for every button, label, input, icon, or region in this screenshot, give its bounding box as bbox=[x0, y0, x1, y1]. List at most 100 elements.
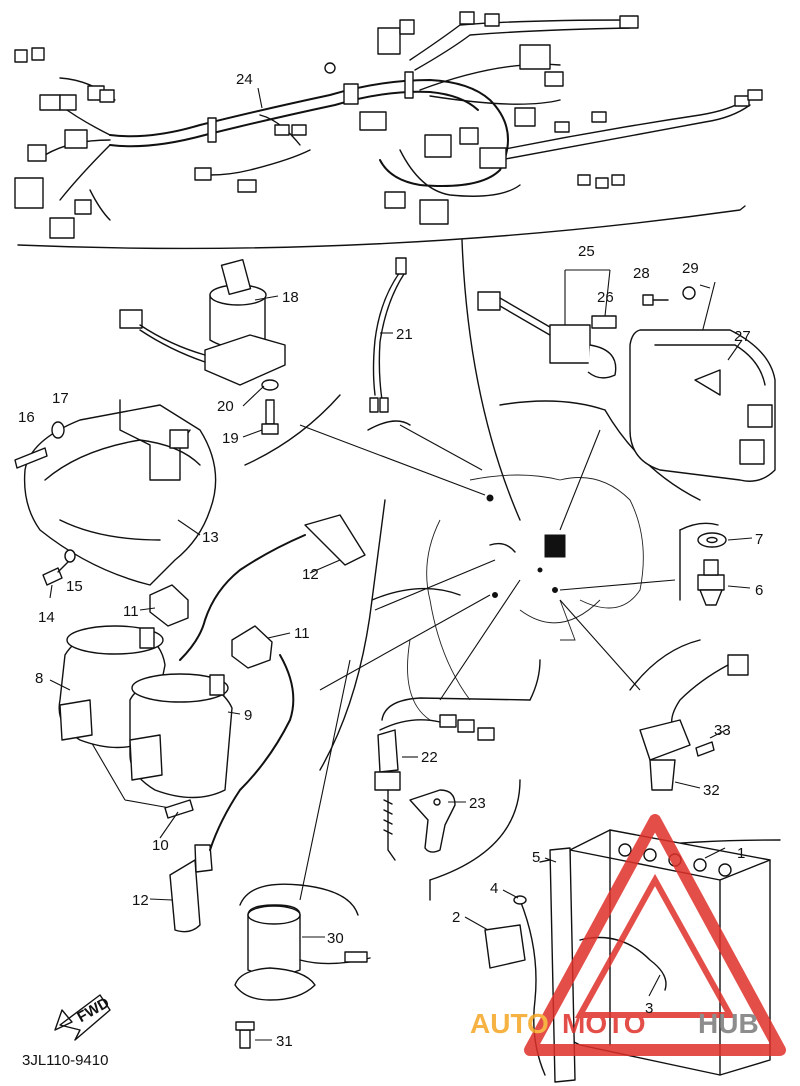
callout-15: 15 bbox=[66, 578, 83, 595]
connector-icon bbox=[459, 11, 475, 25]
callout-27: 27 bbox=[734, 328, 751, 345]
callout-11b: 11 bbox=[294, 625, 310, 642]
grommet-15-icon bbox=[64, 549, 76, 563]
fuse-holder bbox=[477, 269, 617, 379]
sender-32 bbox=[639, 654, 749, 791]
connector-icon bbox=[595, 177, 609, 189]
callout-28: 28 bbox=[633, 265, 650, 282]
connector-icon bbox=[424, 134, 452, 158]
callout-30: 30 bbox=[327, 930, 344, 947]
callout-8: 8 bbox=[35, 670, 43, 687]
wire-harness bbox=[14, 11, 763, 239]
callout-19: 19 bbox=[222, 430, 239, 447]
connector-icon bbox=[27, 144, 47, 162]
callout-26: 26 bbox=[597, 289, 614, 306]
connector-icon bbox=[64, 129, 88, 149]
watermark-hub: HUB bbox=[698, 1008, 759, 1039]
callout-33: 33 bbox=[714, 722, 731, 739]
fuse-icon bbox=[591, 315, 617, 329]
connector-icon bbox=[39, 94, 61, 111]
callout-21: 21 bbox=[396, 326, 413, 343]
watermark-auto: AUTO bbox=[470, 1008, 549, 1039]
ring-terminal-icon bbox=[324, 62, 336, 74]
callout-10: 10 bbox=[152, 837, 169, 854]
connector-icon bbox=[377, 27, 401, 55]
callout-31: 31 bbox=[276, 1033, 293, 1050]
igniter-connector-icon bbox=[739, 439, 765, 465]
callout-6: 6 bbox=[755, 582, 763, 599]
harness-wire-end-icon bbox=[619, 15, 639, 29]
connector-icon bbox=[519, 44, 551, 70]
connector-icon bbox=[237, 179, 257, 193]
main-switch bbox=[119, 258, 286, 386]
callout-9: 9 bbox=[244, 707, 252, 724]
nut-29-icon bbox=[682, 286, 696, 300]
bolt-19 bbox=[242, 379, 279, 438]
connector-icon bbox=[399, 19, 415, 35]
igniter-unit bbox=[629, 329, 776, 482]
callout-11a: 11 bbox=[123, 603, 139, 620]
warning-triangle-icon bbox=[524, 814, 786, 1056]
neutral-switch bbox=[697, 532, 753, 606]
callout-22: 22 bbox=[421, 749, 438, 766]
callout-14: 14 bbox=[38, 609, 55, 626]
lead-wire-21 bbox=[369, 257, 407, 413]
plug-cap-12 bbox=[149, 514, 366, 933]
connector-icon bbox=[99, 89, 115, 103]
callout-12b: 12 bbox=[132, 892, 149, 909]
callout-5: 5 bbox=[532, 849, 540, 866]
callout-25: 25 bbox=[578, 243, 595, 260]
igniter-connector-icon bbox=[747, 404, 773, 428]
side-cover bbox=[14, 399, 217, 586]
brake-switch bbox=[374, 714, 495, 861]
callout-7: 7 bbox=[755, 531, 763, 548]
connector-icon bbox=[611, 174, 625, 186]
frame-sketch bbox=[407, 474, 644, 721]
connector-icon bbox=[359, 111, 387, 131]
callout-13: 13 bbox=[202, 529, 219, 546]
plug-cap-11 bbox=[139, 584, 291, 669]
callout-29: 29 bbox=[682, 260, 699, 277]
callout-32: 32 bbox=[703, 782, 720, 799]
connector-icon bbox=[74, 199, 92, 215]
connector-icon bbox=[484, 13, 500, 27]
connector-icon bbox=[544, 71, 564, 87]
watermark-logo: AUTO MOTO HUB bbox=[470, 814, 786, 1056]
connector-icon bbox=[747, 89, 763, 101]
diagram-code: 3JL110-9410 bbox=[22, 1052, 108, 1069]
connector-icon bbox=[459, 127, 479, 145]
connector-icon bbox=[31, 47, 45, 61]
connector-icon bbox=[14, 177, 44, 209]
callout-23: 23 bbox=[469, 795, 486, 812]
sender-connector-icon bbox=[727, 654, 749, 676]
connector-icon bbox=[59, 94, 77, 111]
relay-block-icon bbox=[544, 534, 566, 558]
callout-17: 17 bbox=[52, 390, 69, 407]
connector-icon bbox=[591, 111, 607, 123]
ignition-coils bbox=[49, 625, 241, 799]
connector-icon bbox=[554, 121, 570, 133]
callout-3: 3 bbox=[645, 1000, 653, 1017]
connector-icon bbox=[291, 124, 307, 136]
callout-20: 20 bbox=[217, 398, 234, 415]
callout-2: 2 bbox=[452, 909, 460, 926]
callout-4: 4 bbox=[490, 880, 498, 897]
callout-1: 1 bbox=[737, 845, 745, 862]
bolt-14 bbox=[42, 549, 76, 599]
connector-icon bbox=[419, 199, 449, 225]
starter-relay bbox=[234, 904, 371, 1049]
watermark-moto: MOTO bbox=[562, 1008, 645, 1039]
connector-icon bbox=[734, 95, 750, 107]
connector-icon bbox=[274, 124, 290, 136]
callout-12a: 12 bbox=[302, 566, 319, 583]
connector-icon bbox=[14, 49, 28, 63]
assembly-leaders bbox=[89, 424, 676, 901]
connector-icon bbox=[514, 107, 536, 127]
switch-connector-icon bbox=[119, 309, 143, 329]
callout-16: 16 bbox=[18, 409, 35, 426]
connector-icon bbox=[384, 191, 406, 209]
callout-18: 18 bbox=[282, 289, 299, 306]
connector-icon bbox=[479, 147, 507, 169]
callouts: 1 2 3 4 5 6 7 8 9 10 11 11 12 12 13 14 1… bbox=[18, 71, 763, 1050]
